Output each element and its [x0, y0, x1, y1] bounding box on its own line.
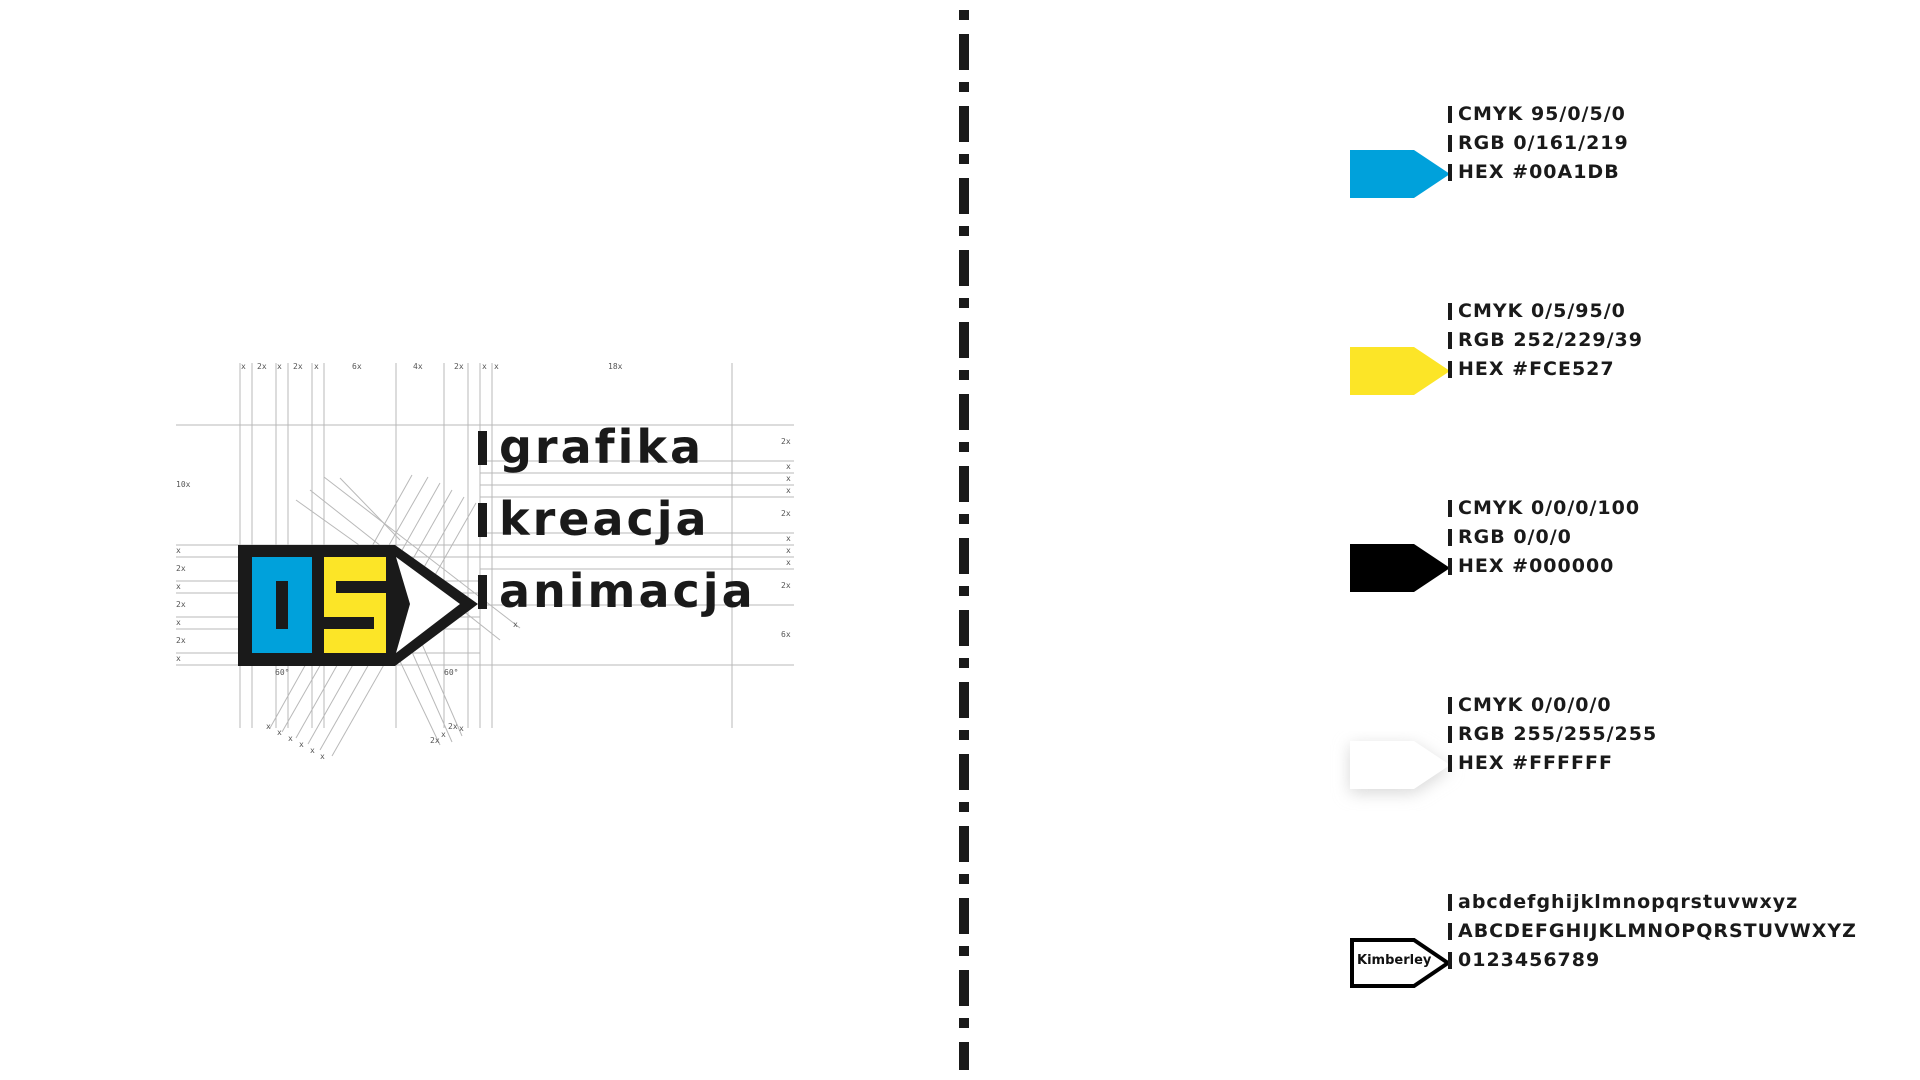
lowercase-glyphs: abcdefghijklmnopqrstuvwxyz [1448, 888, 1857, 917]
digit-glyphs: 0123456789 [1448, 946, 1857, 975]
grid-label: x [299, 740, 304, 749]
grid-label: x [288, 734, 293, 743]
grid-label: 10x [176, 480, 191, 489]
grid-label: 2x [454, 362, 464, 371]
hex-value: HEX #00A1DB [1448, 158, 1629, 187]
tagline-bar [478, 575, 487, 609]
swatch-tag-blue [1350, 150, 1450, 198]
tagline-animacja: animacja [478, 568, 756, 614]
grid-label: 18x [608, 362, 623, 371]
angle-label: 60° [444, 668, 459, 677]
hex-value: HEX #FFFFFF [1448, 749, 1657, 778]
grid-label: 2x [430, 736, 440, 745]
letter-d-counter [276, 581, 288, 629]
grid-label: x [314, 362, 319, 371]
swatch-tag-black [1350, 544, 1450, 592]
rgb-value: RGB 0/0/0 [1448, 523, 1640, 552]
tagline-word: kreacja [499, 492, 710, 546]
grid-label: x [786, 474, 791, 483]
dashed-divider [959, 10, 969, 1070]
grid-label: x [277, 728, 282, 737]
swatch-white: CMYK 0/0/0/0 RGB 255/255/255 HEX #FFFFFF [1350, 691, 1820, 801]
tagline-word: grafika [499, 420, 705, 474]
grid-label: 2x [176, 600, 186, 609]
grid-label: x [459, 724, 464, 733]
logo-arrow-inner [396, 557, 460, 653]
typeface-name: Kimberley [1357, 953, 1432, 968]
grid-label: 2x [781, 581, 791, 590]
grid-label: x [786, 534, 791, 543]
uppercase-glyphs: ABCDEFGHIJKLMNOPQRSTUVWXYZ [1448, 917, 1857, 946]
construction-grid [176, 363, 794, 757]
swatch-blue: CMYK 95/0/5/0 RGB 0/161/219 HEX #00A1DB [1350, 100, 1820, 210]
tagline-word: animacja [499, 564, 756, 618]
color-spec: CMYK 95/0/5/0 RGB 0/161/219 HEX #00A1DB [1448, 100, 1629, 187]
typeface-glyphs: abcdefghijklmnopqrstuvwxyz ABCDEFGHIJKLM… [1448, 888, 1857, 975]
grid-label: x [786, 546, 791, 555]
grid-label: x [310, 746, 315, 755]
grid-label: x [176, 546, 181, 555]
grid-label: x [176, 654, 181, 663]
swatch-tag-white [1350, 741, 1450, 793]
grid-label: x [513, 620, 518, 629]
grid-label: 2x [781, 509, 791, 518]
grid-label: x [482, 362, 487, 371]
grid-label: 2x [781, 437, 791, 446]
grid-label: x [266, 722, 271, 731]
swatch-black: CMYK 0/0/0/100 RGB 0/0/0 HEX #000000 [1350, 494, 1820, 604]
ds-logo-mark [238, 545, 478, 666]
tagline-grafika: grafika [478, 424, 704, 470]
tagline-kreacja: kreacja [478, 496, 710, 542]
grid-label: 4x [413, 362, 423, 371]
grid-label: x [277, 362, 282, 371]
tagline-bar [478, 503, 487, 537]
grid-label: x [176, 582, 181, 591]
cmyk-value: CMYK 0/0/0/100 [1448, 494, 1640, 523]
color-spec: CMYK 0/0/0/0 RGB 255/255/255 HEX #FFFFFF [1448, 691, 1657, 778]
grid-label: 2x [257, 362, 267, 371]
grid-label: 2x [176, 564, 186, 573]
grid-label: 6x [781, 630, 791, 639]
color-spec: CMYK 0/5/95/0 RGB 252/229/39 HEX #FCE527 [1448, 297, 1643, 384]
grid-label: x [786, 558, 791, 567]
grid-label: x [786, 462, 791, 471]
tagline-bar [478, 431, 487, 465]
grid-label: 2x [176, 636, 186, 645]
typeface-tag [1350, 938, 1450, 988]
logo-yellow-block [324, 557, 386, 653]
grid-label: x [494, 362, 499, 371]
rgb-value: RGB 252/229/39 [1448, 326, 1643, 355]
cmyk-value: CMYK 0/0/0/0 [1448, 691, 1657, 720]
grid-label: 6x [352, 362, 362, 371]
grid-label: 2x [293, 362, 303, 371]
grid-label: x [320, 752, 325, 761]
rgb-value: RGB 0/161/219 [1448, 129, 1629, 158]
grid-label: x [786, 486, 791, 495]
hex-value: HEX #FCE527 [1448, 355, 1643, 384]
cmyk-value: CMYK 95/0/5/0 [1448, 100, 1629, 129]
grid-label: x [176, 618, 181, 627]
typeface-sample: Kimberley abcdefghijklmnopqrstuvwxyz ABC… [1350, 888, 1890, 998]
letter-s-cut-top [336, 581, 386, 593]
swatch-tag-yellow [1350, 347, 1450, 395]
rgb-value: RGB 255/255/255 [1448, 720, 1657, 749]
hex-value: HEX #000000 [1448, 552, 1640, 581]
grid-label: x [241, 362, 246, 371]
swatch-yellow: CMYK 0/5/95/0 RGB 252/229/39 HEX #FCE527 [1350, 297, 1820, 407]
color-spec: CMYK 0/0/0/100 RGB 0/0/0 HEX #000000 [1448, 494, 1640, 581]
angle-label: 60° [275, 668, 290, 677]
grid-label: 2x [448, 722, 458, 731]
cmyk-value: CMYK 0/5/95/0 [1448, 297, 1643, 326]
grid-label: x [441, 730, 446, 739]
letter-s-cut-bottom [324, 617, 374, 629]
